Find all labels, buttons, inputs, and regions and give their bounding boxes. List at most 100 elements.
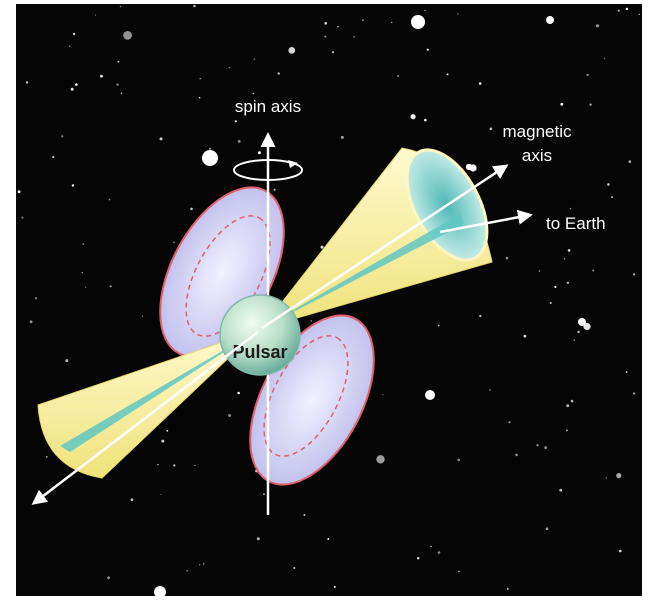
background-star [29,320,33,324]
background-star [61,135,64,138]
background-star [362,19,364,22]
background-star [586,73,589,77]
background-star [109,285,112,288]
background-star [506,587,509,590]
background-star [333,585,336,588]
background-star [108,198,111,201]
background-star [70,87,74,91]
background-star [592,269,595,272]
background-star [382,394,384,396]
background-star [199,564,201,566]
upper-beam-core [262,214,464,328]
background-star [310,320,312,322]
background-star [257,151,261,155]
lower-beam [37,329,259,479]
background-star [417,557,420,560]
background-star [256,537,260,541]
background-star [320,245,324,249]
background-star [46,456,48,458]
background-star [573,339,575,341]
background-star [605,477,608,479]
background-star [569,207,572,210]
background-star [34,297,38,300]
background-star [567,249,571,252]
background-star [75,83,78,86]
to-earth-label: to Earth [546,214,606,233]
background-star [193,4,196,8]
background-star [82,243,85,246]
background-star [508,421,511,424]
magnetic-axis-arrow [261,164,509,330]
background-star [505,256,509,260]
background-star [564,258,566,260]
background-star [628,160,632,164]
background-star [331,51,335,54]
background-star [142,315,143,317]
background-star [353,36,355,38]
background-star [52,155,55,159]
background-star [120,92,123,95]
background-star [611,196,614,199]
background-star [633,273,636,276]
background-star [186,570,188,572]
background-star [119,5,121,8]
background-star [17,190,21,194]
rotation-arrow-icon [288,160,298,168]
background-star [489,127,493,131]
background-star [536,444,539,447]
background-star [570,399,574,403]
background-star [545,527,549,530]
background-star [234,120,237,123]
background-star [391,21,393,24]
background-star [638,13,640,15]
magnetic-axis-label-line1: magnetic [503,122,572,141]
background-star [340,135,344,139]
background-star [85,286,87,288]
background-star [81,272,83,274]
background-star [107,576,110,580]
background-star [337,26,339,28]
background-star [397,75,399,77]
background-star [589,103,592,106]
background-star [446,73,449,76]
background-star [515,453,518,457]
background-star [228,66,231,69]
background-star [554,285,557,289]
background-star [376,455,385,464]
background-star [566,404,570,408]
background-star [237,140,241,143]
background-star [583,322,591,331]
background-star [544,446,548,450]
background-star [263,493,265,496]
background-star [324,22,328,25]
background-star [65,359,69,363]
pulsar-star [219,294,301,376]
bright-star [425,390,435,400]
background-star [293,567,296,569]
background-star [199,78,201,80]
background-star [566,281,570,284]
background-star [68,45,71,47]
background-star [130,498,134,502]
background-star [430,545,432,548]
background-star [577,330,580,334]
background-star [538,270,541,272]
background-star [619,549,622,553]
background-star [21,216,24,219]
background-star [252,92,255,95]
bright-star [578,318,586,326]
background-star [458,570,460,573]
background-star [288,47,296,54]
background-star [625,371,628,373]
background-star [159,137,163,141]
bright-star [411,15,425,29]
background-star [478,82,482,85]
background-star [457,458,461,462]
bright-star [154,586,166,598]
background-star [424,9,426,12]
background-star [457,13,459,15]
background-star [117,60,120,63]
background-star [26,81,29,84]
background-star [617,9,620,12]
